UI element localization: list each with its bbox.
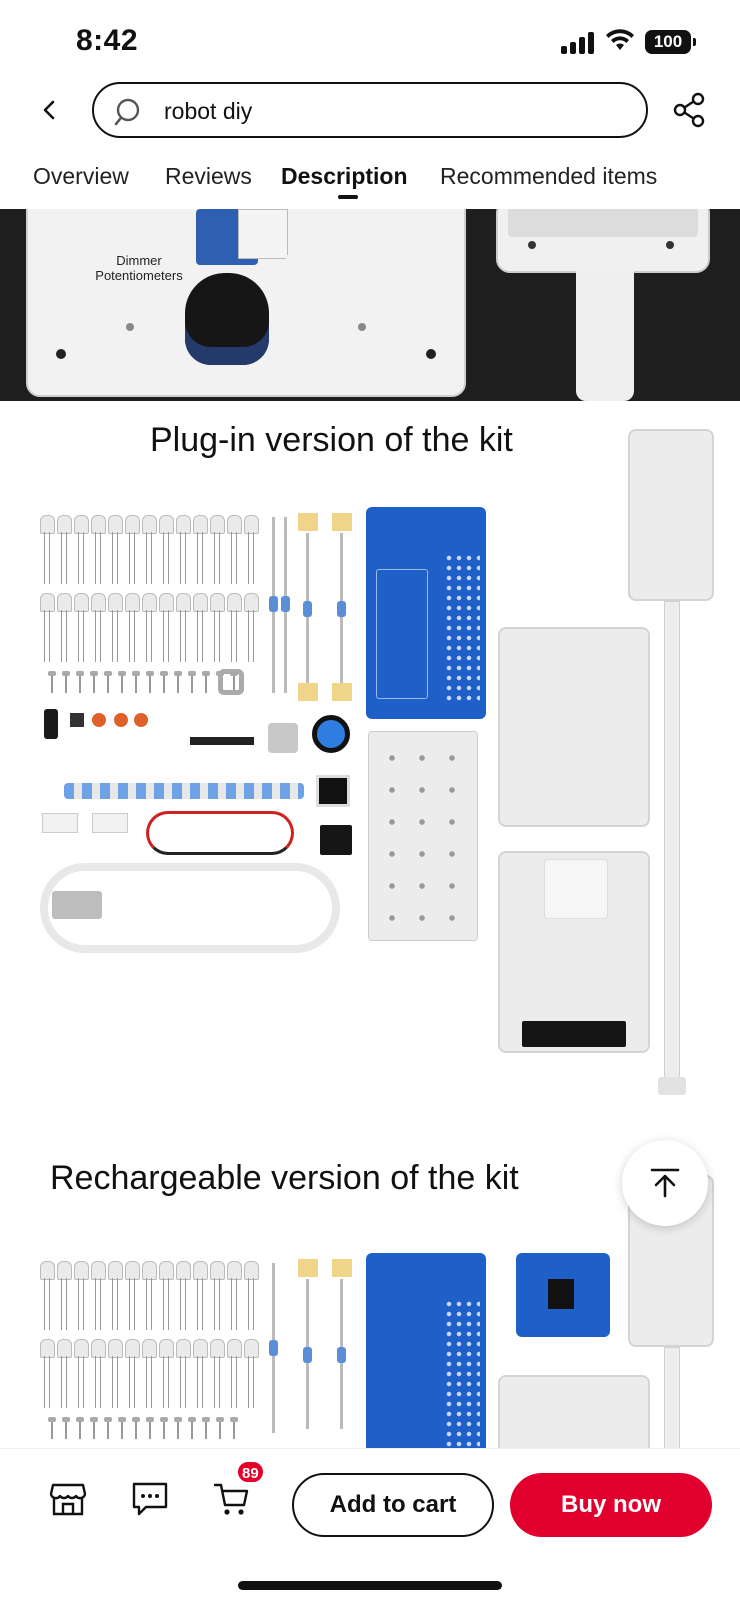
cart-count-badge: 89	[236, 1460, 265, 1484]
ic-socket	[320, 825, 352, 855]
home-indicator	[238, 1581, 502, 1590]
battery-icon: 100	[645, 30, 696, 54]
transistor	[70, 713, 84, 727]
lamp-pole	[664, 601, 680, 1081]
gooseneck-stem	[576, 271, 634, 401]
enclosure-lid	[498, 1375, 650, 1448]
lamp-head	[628, 429, 714, 601]
lamp-pole-foot	[658, 1077, 686, 1095]
connector-pad	[332, 513, 352, 531]
pin-header	[190, 737, 254, 745]
rechargeable-kit-title: Rechargeable version of the kit	[50, 1159, 519, 1197]
search-query: robot diy	[164, 98, 253, 124]
light-head-housing	[496, 209, 710, 273]
usb-plug	[52, 891, 102, 919]
tab-reviews[interactable]: Reviews	[165, 163, 252, 189]
cellular-signal-icon	[561, 32, 595, 54]
blue-knob	[312, 715, 350, 753]
resistor	[281, 517, 290, 693]
ceramic-capacitor	[114, 713, 128, 727]
charging-pcb	[516, 1253, 610, 1337]
led-row	[40, 593, 259, 663]
resistor	[337, 1279, 346, 1429]
store-icon[interactable]	[48, 1479, 88, 1519]
connector-pad	[298, 513, 318, 531]
product-image-dimmer: Dimmer Potentiometers	[0, 209, 740, 401]
cart-icon[interactable]	[212, 1479, 252, 1519]
screw-row	[48, 671, 238, 693]
connector-block	[238, 209, 288, 259]
control-pcb	[366, 1253, 486, 1448]
jst-connector	[42, 813, 78, 833]
active-tab-indicator	[338, 195, 358, 199]
search-input[interactable]: robot diy	[92, 82, 648, 138]
hex-nut	[218, 669, 244, 695]
resistor	[269, 1263, 278, 1433]
resistor	[303, 533, 312, 683]
enclosure-lid	[498, 627, 650, 827]
chat-icon[interactable]	[130, 1479, 170, 1519]
led-pcb	[368, 731, 478, 941]
ceramic-capacitor	[92, 713, 106, 727]
arrow-up-to-top-icon	[650, 1168, 680, 1198]
search-header: robot diy	[0, 80, 740, 140]
connector-pad	[298, 683, 318, 701]
resistor	[269, 517, 278, 693]
ribbon-cable	[64, 783, 304, 799]
led-row	[40, 1339, 259, 1409]
status-bar: 8:42 100	[0, 0, 740, 80]
led-row	[40, 1261, 259, 1331]
add-to-cart-button[interactable]: Add to cart	[292, 1473, 494, 1537]
back-to-top-button[interactable]	[622, 1140, 708, 1226]
wifi-icon	[606, 29, 634, 50]
tab-description[interactable]: Description	[281, 163, 408, 189]
resistor	[337, 533, 346, 683]
share-icon[interactable]	[670, 90, 710, 130]
connector-pad	[332, 1259, 352, 1277]
connector-pad	[298, 1259, 318, 1277]
wire-bundle	[286, 215, 426, 259]
resistor	[303, 1279, 312, 1429]
potentiometer	[268, 723, 298, 753]
product-image-rechargeable-kit: Rechargeable version of the kit	[0, 1135, 740, 1448]
product-tabs: Overview Reviews Description Recommended…	[0, 155, 740, 207]
tab-recommended-items[interactable]: Recommended items	[440, 163, 658, 189]
buy-now-button[interactable]: Buy now	[510, 1473, 712, 1537]
search-icon	[114, 98, 140, 126]
lamp-pole	[664, 1347, 680, 1448]
ceramic-capacitor	[134, 713, 148, 727]
control-pcb	[366, 507, 486, 719]
led-row	[40, 515, 259, 585]
tab-overview[interactable]: Overview	[33, 163, 129, 189]
jst-connector	[92, 813, 128, 833]
status-time: 8:42	[76, 24, 139, 57]
chevron-left-icon	[43, 100, 55, 120]
knob	[185, 273, 269, 365]
screw-row	[48, 1417, 238, 1439]
ic-chip	[316, 775, 350, 807]
red-black-wire	[146, 811, 294, 855]
product-image-plugin-kit: Plug-in version of the kit	[0, 401, 740, 1135]
dimmer-caption: Dimmer Potentiometers	[95, 253, 183, 283]
power-enclosure	[498, 851, 650, 1053]
connector-pad	[332, 683, 352, 701]
electrolytic-capacitor	[44, 709, 58, 739]
usb-cable	[40, 863, 340, 953]
plugin-kit-title: Plug-in version of the kit	[150, 421, 513, 459]
back-button[interactable]	[30, 90, 70, 130]
bottom-action-bar: 89 Add to cart Buy now	[0, 1448, 740, 1600]
